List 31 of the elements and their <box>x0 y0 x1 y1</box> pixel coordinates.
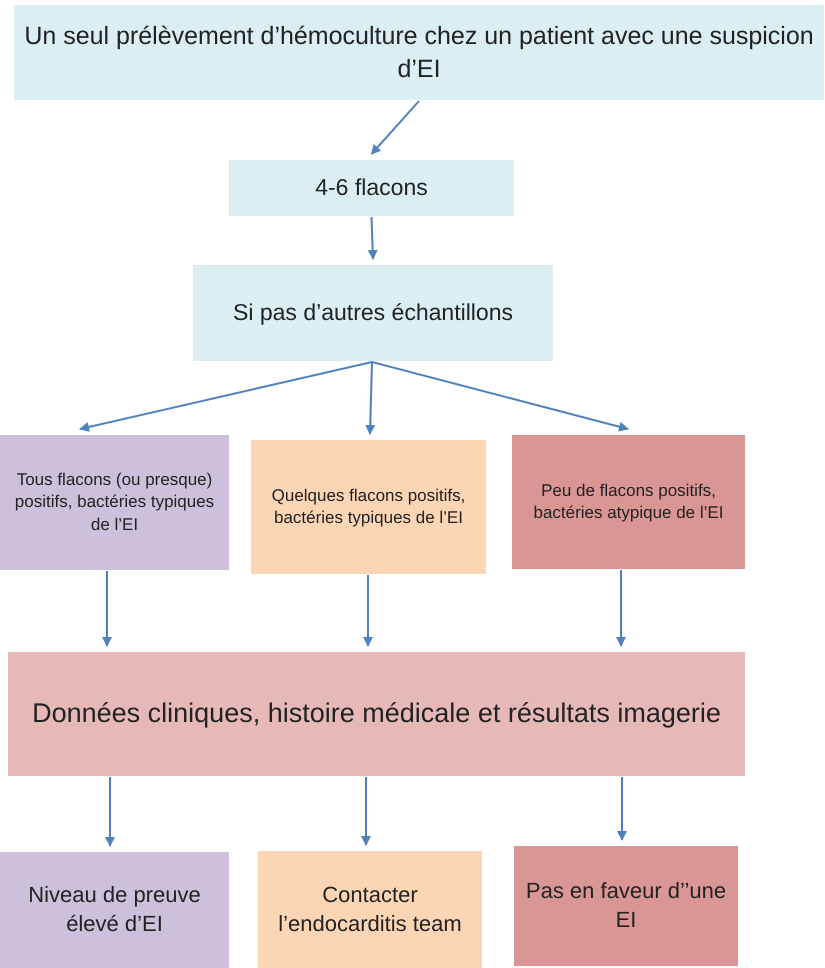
process-box <box>193 265 553 361</box>
process-box <box>8 652 745 776</box>
process-box <box>258 851 482 968</box>
box-text: Peu de flacons positifs, bactéries atypique de l’EI <box>532 480 724 524</box>
box-text: Contacter l’endocarditis team <box>277 880 463 938</box>
arrow <box>363 575 373 647</box>
arrow <box>368 216 378 260</box>
box-text: Quelques flacons positifs, bactéries typiques de l’EI <box>270 484 466 529</box>
process-box <box>229 160 514 216</box>
process-box <box>514 846 738 966</box>
box-text: Si pas d’autres échantillons <box>233 298 513 328</box>
process-box <box>512 435 745 569</box>
arrow <box>370 100 420 155</box>
box-text: Tous flacons (ou presque) positifs, bactéries typiques de l’EI <box>14 469 216 536</box>
arrow <box>372 361 629 432</box>
arrow <box>105 777 115 847</box>
arrow <box>616 570 626 647</box>
box-text: Données cliniques, histoire médicale et résultats imagerie <box>32 697 721 730</box>
arrow <box>365 362 376 435</box>
process-box <box>14 5 824 100</box>
box-text: Un seul prélèvement d’hémoculture chez un patient avec une suspicion d’EI <box>23 21 815 84</box>
process-box <box>251 440 486 574</box>
box-text: Pas en faveur d’’une EI <box>524 877 728 934</box>
arrow <box>617 777 627 841</box>
box-text: Niveau de preuve élevé d’EI <box>27 881 202 938</box>
arrow <box>361 777 371 846</box>
box-text: 4-6 flacons <box>315 173 428 202</box>
process-box <box>0 435 229 570</box>
arrow <box>102 571 112 647</box>
process-box <box>0 852 229 968</box>
arrow <box>79 361 372 432</box>
